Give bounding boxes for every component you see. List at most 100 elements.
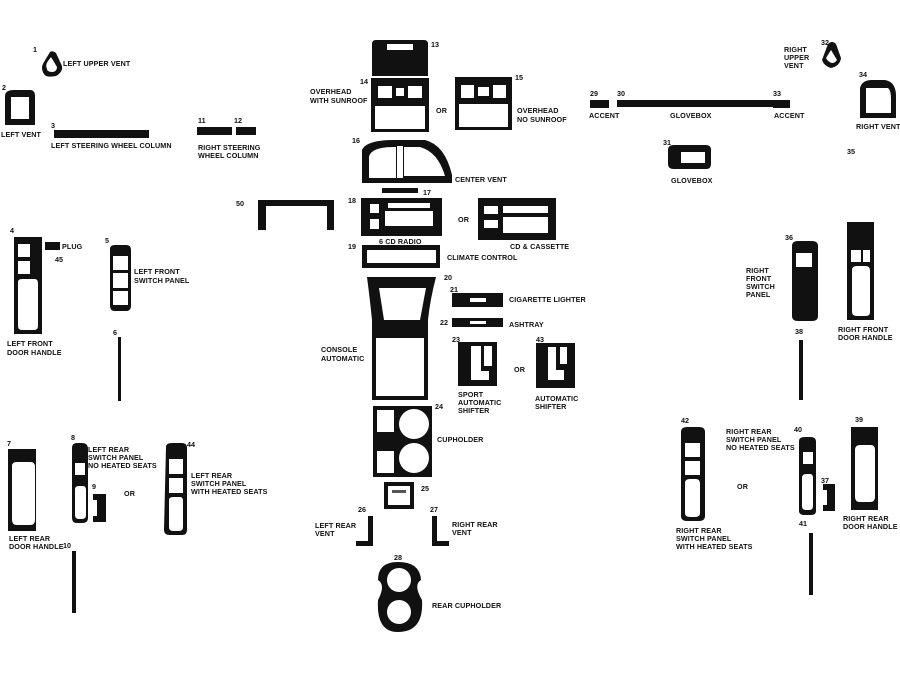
part-number: 29 [590,89,598,98]
part-number: 24 [435,402,443,411]
label-or: OR [124,489,136,498]
climate-control-piece [362,245,440,268]
six-cd-radio-piece [361,198,442,236]
label-ashtray: ASHTRAY [509,320,544,329]
part-number: 1 [33,45,37,54]
right-rear-vent-piece [432,516,449,546]
label-right-rear-switch-no-heated-1: RIGHT REAR [726,427,772,436]
left-front-switch-panel-piece [110,245,131,311]
label-sport-automatic-shifter-1: SPORT [458,390,484,399]
label-right-front-switch-panel-3: SWITCH [746,282,775,291]
label-glovebox: GLOVEBOX [671,176,713,185]
label-left-rear-switch-no-heated-2: SWITCH PANEL [88,453,144,462]
bezel-piece-50 [258,200,334,230]
part-number: 18 [348,196,356,205]
label-right-upper-vent-3: VENT [784,61,804,70]
left-rear-door-handle-piece [8,449,36,531]
label-or: OR [458,215,470,224]
label-left-front-door-handle-1: LEFT FRONT [7,339,53,348]
left-front-switch-trim-piece [118,337,121,401]
part-number: 44 [187,440,195,449]
label-cupholder: CUPHOLDER [437,435,484,444]
part-number: 9 [92,482,96,491]
label-right-upper-vent-2: UPPER [784,53,810,62]
rear-cupholder-ring-lower [387,600,411,624]
label-accent-right: ACCENT [774,111,805,120]
part-number: 35 [847,147,855,156]
label-left-front-switch-panel-1: LEFT FRONT [134,267,180,276]
part-number: 36 [785,233,793,242]
glovebox-piece [668,145,711,169]
label-right-rear-switch-heated-2: SWITCH PANEL [676,534,732,543]
label-overhead-with-sunroof-1: OVERHEAD [310,87,352,96]
left-rear-switch-panel-heated-piece [164,443,187,535]
label-left-rear-door-handle-1: LEFT REAR [9,534,51,543]
cupholder-ring-upper [399,409,429,439]
label-left-front-door-handle-2: DOOR HANDLE [7,348,62,357]
label-right-front-switch-panel-2: FRONT [746,274,772,283]
part-number: 50 [236,199,244,208]
label-plug: PLUG [62,242,83,251]
label-right-front-door-handle-2: DOOR HANDLE [838,333,893,342]
label-right-rear-switch-heated-1: RIGHT REAR [676,526,722,535]
label-six-cd-radio: 6 CD RADIO [379,237,422,246]
part-number: 32 [821,38,829,47]
part-number: 8 [71,433,75,442]
label-right-rear-door-handle-1: RIGHT REAR [843,514,889,523]
part-number: 14 [360,77,368,86]
console-rear-detail [392,490,406,493]
label-left-upper-vent: LEFT UPPER VENT [63,59,131,68]
right-rear-switch-panel-no-heated-piece [799,437,816,515]
part-number: 22 [440,318,448,327]
label-right-rear-vent-2: VENT [452,528,472,537]
part-number: 7 [7,439,11,448]
part-number: 2 [2,83,6,92]
label-left-rear-vent-1: LEFT REAR [315,521,357,530]
left-rear-door-trim-piece [72,551,76,613]
part-number: 6 [113,328,117,337]
right-rear-door-trim-piece [809,533,813,595]
label-right-front-door-handle-1: RIGHT FRONT [838,325,889,334]
label-left-front-switch-panel-2: SWITCH PANEL [134,276,190,285]
right-rear-switch-trim-piece [823,484,835,511]
label-console-automatic-1: CONSOLE [321,345,357,354]
label-left-rear-door-handle-2: DOOR HANDLE [9,542,64,551]
part-number: 43 [536,335,544,344]
steering-column-piece-12 [236,127,256,135]
part-number: 34 [859,70,867,79]
center-vent-trim-piece [382,188,418,193]
part-number: 27 [430,505,438,514]
part-number: 15 [515,73,523,82]
left-vent-piece [5,90,35,125]
right-front-switch-trim-piece [799,340,803,400]
steering-column-piece-11 [197,127,232,135]
part-number: 19 [348,242,356,251]
left-rear-vent-piece [356,516,373,546]
part-number: 31 [663,138,671,147]
part-number: 5 [105,236,109,245]
part-number: 23 [452,335,460,344]
accent-right-piece [773,100,790,108]
part-number: 20 [444,273,452,282]
label-left-steering-wheel-column: LEFT STEERING WHEEL COLUMN [51,141,172,150]
label-cigarette-lighter: CIGARETTE LIGHTER [509,295,586,304]
label-right-rear-switch-heated-3: WITH HEATED SEATS [676,542,753,551]
center-vent-divider [397,146,403,178]
part-number: 33 [773,89,781,98]
part-number: 28 [394,553,402,562]
label-glovebox-strip: GLOVEBOX [670,111,712,120]
label-right-rear-vent-1: RIGHT REAR [452,520,498,529]
label-sport-automatic-shifter-2: AUTOMATIC [458,398,501,407]
part-number: 37 [821,476,829,485]
overhead-with-sunroof-piece [371,78,429,132]
accent-left-piece [590,100,609,108]
part-number: 45 [55,255,63,264]
right-front-door-handle-piece [847,222,874,320]
label-left-rear-switch-no-heated-1: LEFT REAR [88,445,130,454]
right-rear-switch-panel-heated-piece [681,427,705,521]
label-left-vent: LEFT VENT [1,130,42,139]
label-right-front-switch-panel-1: RIGHT [746,266,769,275]
label-left-rear-switch-heated-1: LEFT REAR [191,471,233,480]
part-numbers: 1 2 3 4 45 5 6 7 8 9 10 44 11 12 13 14 1… [2,38,867,562]
